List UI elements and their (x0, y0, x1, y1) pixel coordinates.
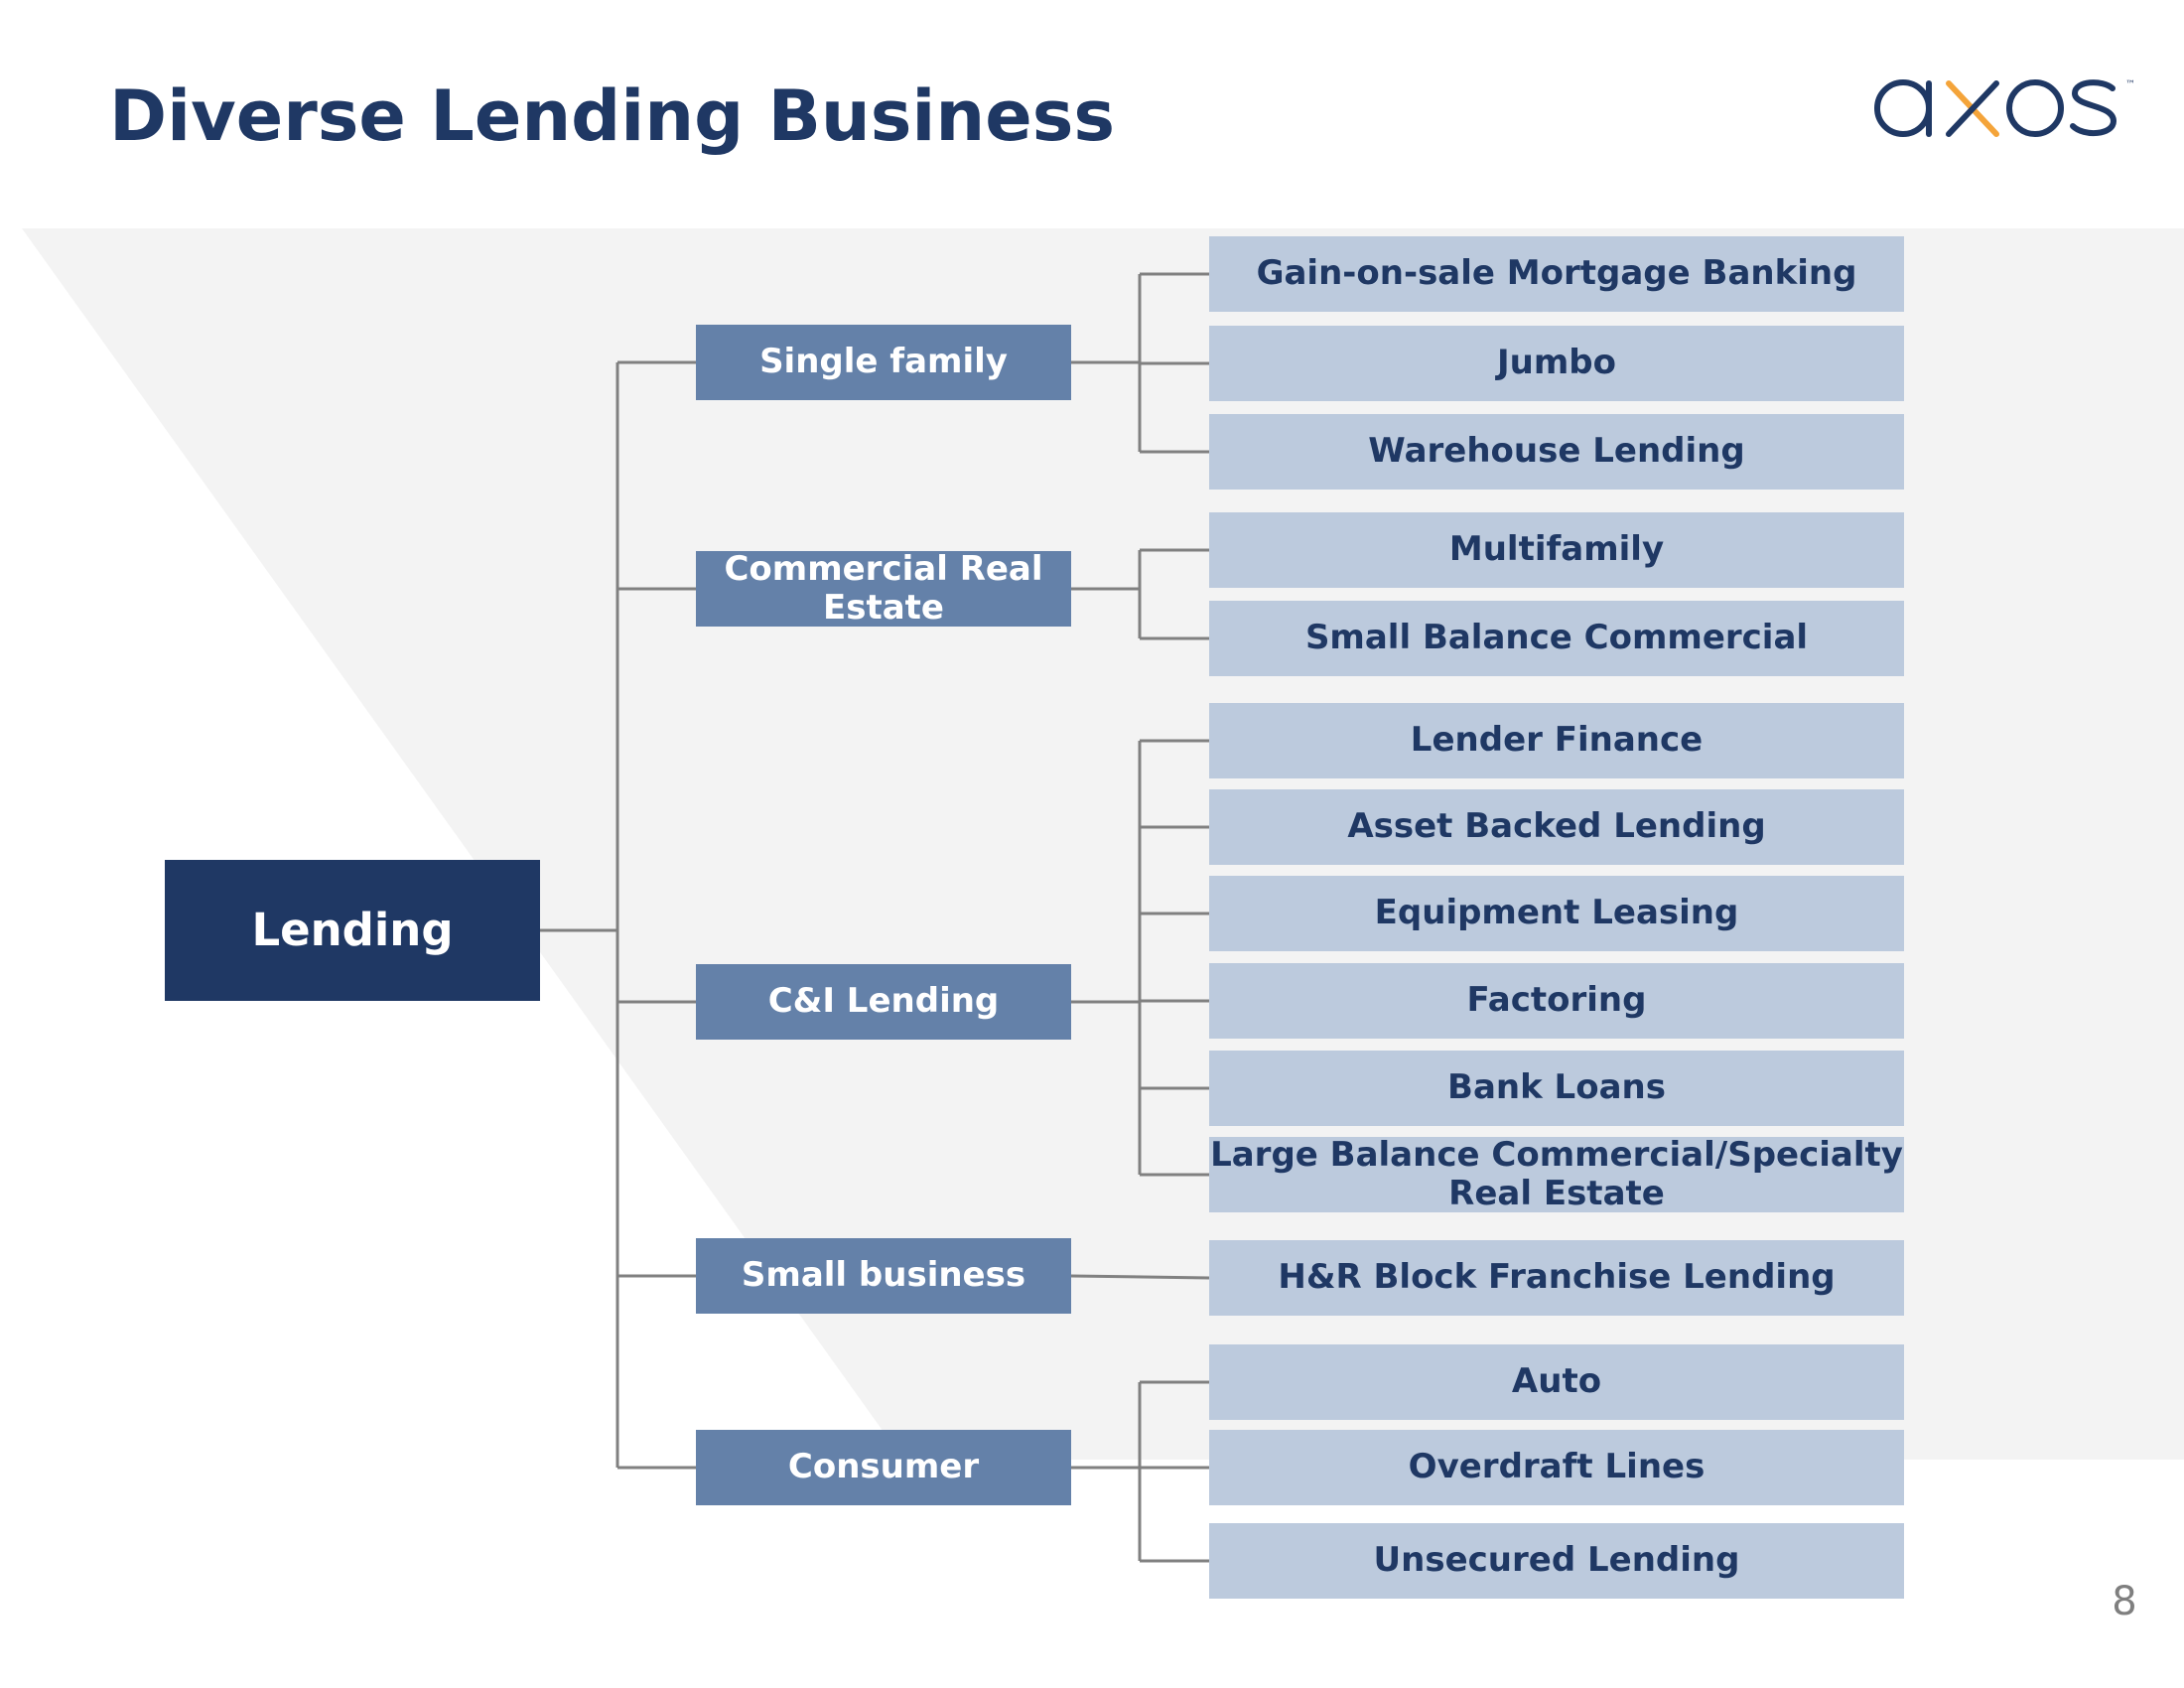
leaf-small-balance-commercial: Small Balance Commercial (1209, 601, 1904, 676)
leaf-equipment-leasing: Equipment Leasing (1209, 876, 1904, 951)
leaf-overdraft-lines: Overdraft Lines (1209, 1430, 1904, 1505)
axos-logo: ™ (1874, 79, 2135, 137)
category-small-business: Small business (696, 1238, 1071, 1314)
leaf-unsecured-lending: Unsecured Lending (1209, 1523, 1904, 1599)
leaf-gain-on-sale-mortgage-banking: Gain-on-sale Mortgage Banking (1209, 236, 1904, 312)
leaf-connector-h-r-block-franchise-lending (1070, 1274, 1210, 1280)
leaf-jumbo: Jumbo (1209, 326, 1904, 401)
root-node-lending: Lending (165, 860, 540, 1001)
page-title: Diverse Lending Business (109, 75, 1116, 157)
leaf-auto: Auto (1209, 1344, 1904, 1420)
leaf-asset-backed-lending: Asset Backed Lending (1209, 789, 1904, 865)
leaf-large-balance-commercial-specialty-real-estate: Large Balance Commercial/Specialty Real … (1209, 1134, 1904, 1213)
leaf-bank-loans: Bank Loans (1209, 1051, 1904, 1126)
category-consumer: Consumer (696, 1430, 1071, 1505)
trademark-symbol: ™ (2125, 79, 2135, 90)
leaf-h-r-block-franchise-lending: H&R Block Franchise Lending (1209, 1240, 1904, 1316)
category-commercial-real-estate: Commercial Real Estate (696, 549, 1071, 628)
category-c-i-lending: C&I Lending (696, 964, 1071, 1040)
leaf-lender-finance: Lender Finance (1209, 703, 1904, 778)
category-single-family: Single family (696, 325, 1071, 400)
page-number: 8 (2112, 1579, 2137, 1624)
leaf-factoring: Factoring (1209, 963, 1904, 1039)
leaf-multifamily: Multifamily (1209, 512, 1904, 588)
leaf-warehouse-lending: Warehouse Lending (1209, 414, 1904, 490)
